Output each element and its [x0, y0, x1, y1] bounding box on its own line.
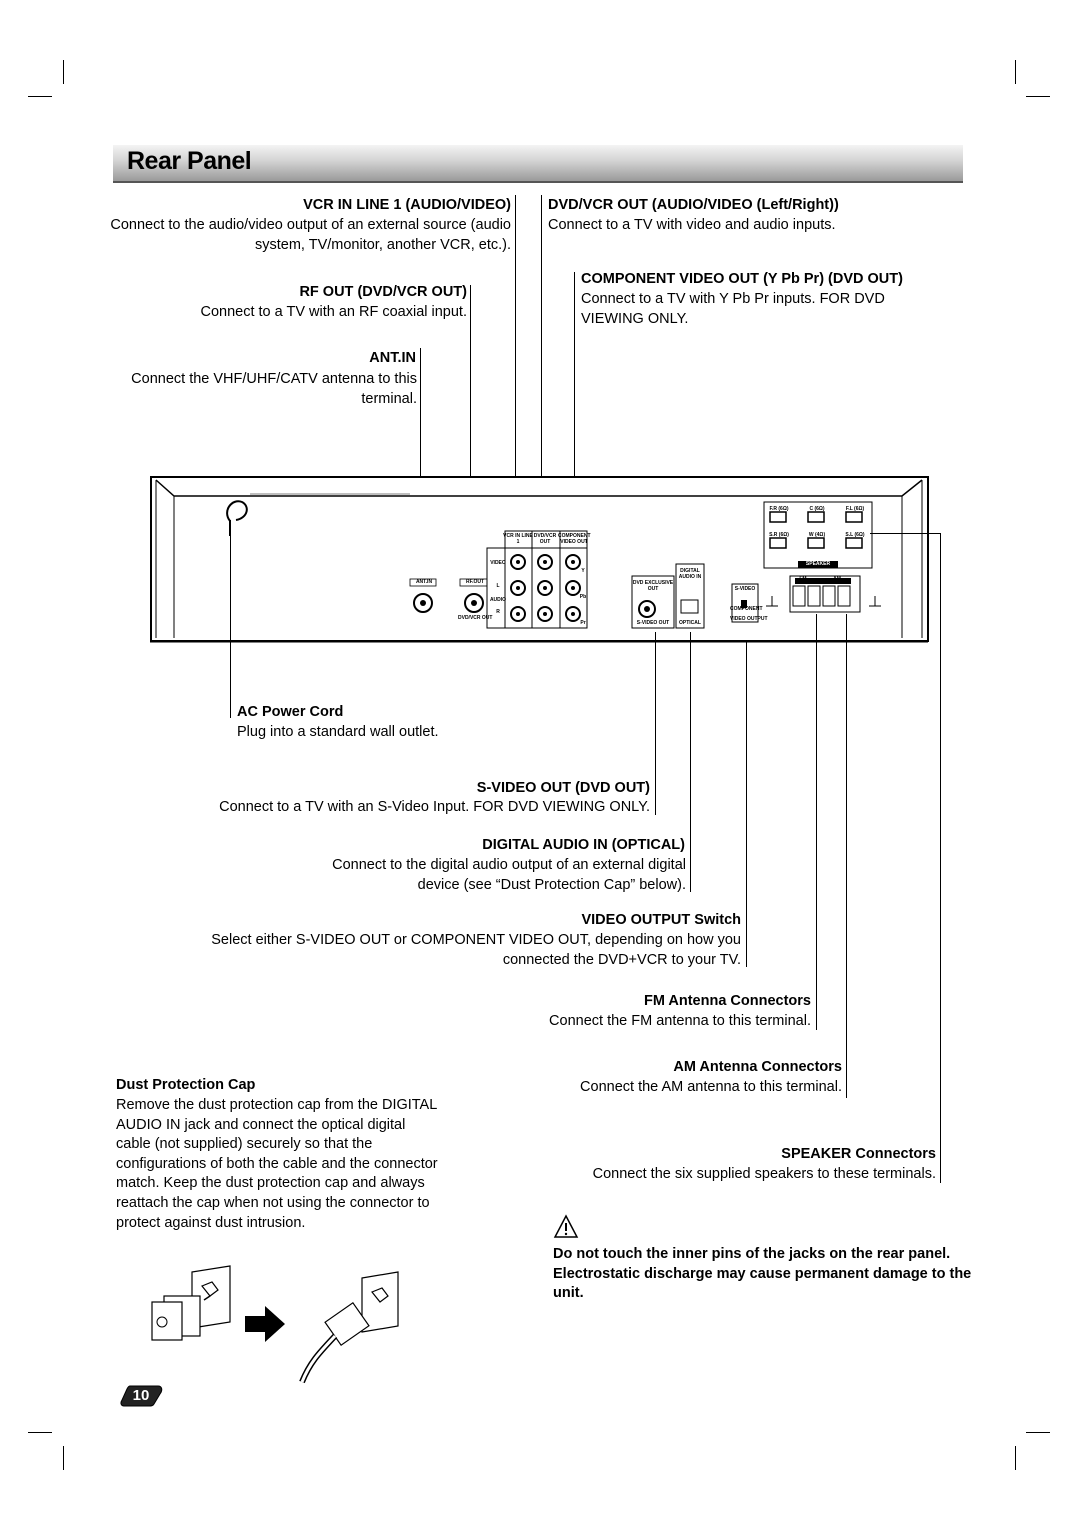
speaker-heading: SPEAKER Connectors: [781, 1146, 936, 1162]
leader-line: [574, 272, 575, 559]
dust-cap-heading: Dust Protection Cap: [116, 1077, 256, 1093]
video-output-heading: VIDEO OUTPUT Switch: [581, 912, 741, 928]
panel-label-l: L: [496, 583, 500, 589]
page-number: 10: [132, 1387, 150, 1404]
vcr-in-text: Connect to the audio/video output of an …: [110, 217, 511, 253]
panel-label-dvd-exclusive: DVD EXCLUSIVE OUT: [632, 580, 674, 592]
crop-mark: [1015, 1446, 1016, 1470]
warning-triangle-icon: [553, 1214, 579, 1238]
panel-label-ant-in: ANT.IN: [415, 579, 433, 585]
panel-label-sl: S.L (6Ω): [845, 532, 865, 538]
leader-line: [846, 614, 847, 1098]
svideo-out-text: Connect to a TV with an S-Video Input. F…: [219, 799, 650, 815]
panel-label-r: R: [496, 609, 500, 615]
leader-line: [515, 195, 516, 558]
panel-label-vcr-in: VCR IN LINE 1: [503, 533, 533, 545]
rf-out-text: Connect to a TV with an RF coaxial input…: [200, 304, 467, 320]
crop-mark: [1026, 1432, 1050, 1433]
crop-mark: [28, 96, 52, 97]
ant-in-text: Connect the VHF/UHF/CATV antenna to this…: [131, 371, 417, 407]
fm-antenna-text: Connect the FM antenna to this terminal.: [549, 1013, 811, 1029]
leader-line: [816, 614, 817, 1030]
panel-label-c: C (6Ω): [809, 506, 825, 512]
svideo-out-heading: S-VIDEO OUT (DVD OUT): [476, 780, 650, 796]
panel-label-dvdvcr-out: DVD/VCR OUT: [458, 615, 493, 621]
page-title: Rear Panel: [127, 147, 252, 175]
panel-label-fl: F.L (6Ω): [845, 506, 865, 512]
leader-line: [230, 520, 231, 718]
panel-label-audio: AUDIO: [489, 597, 507, 603]
title-bar: Rear Panel: [113, 145, 963, 183]
ac-power-heading: AC Power Cord: [237, 704, 344, 720]
leader-line: [655, 632, 656, 815]
digital-audio-text: Connect to the digital audio output of a…: [332, 857, 686, 893]
panel-label-video: VIDEO: [490, 560, 506, 566]
dvdvcr-out-text: Connect to a TV with video and audio inp…: [548, 217, 836, 233]
panel-label-am: AM: [833, 576, 841, 582]
panel-label-dvdvcr-col: DVD/VCR OUT: [533, 533, 557, 545]
speaker-text: Connect the six supplied speakers to the…: [592, 1166, 936, 1182]
component-out-text: Connect to a TV with Y Pb Pr inputs. FOR…: [581, 291, 885, 327]
vcr-in-heading: VCR IN LINE 1 (AUDIO/VIDEO): [303, 197, 511, 213]
crop-mark: [1026, 96, 1050, 97]
crop-mark: [28, 1432, 52, 1433]
panel-label-video-output: VIDEO OUTPUT: [730, 616, 768, 622]
crop-mark: [63, 60, 64, 84]
panel-label-w: W (4Ω): [808, 532, 826, 538]
panel-label-fm: FM: [799, 576, 807, 582]
leader-line: [746, 640, 747, 967]
panel-label-svideo-sw: S-VIDEO: [734, 586, 756, 592]
leader-line: [470, 285, 471, 582]
panel-label-svideo-out: S-VIDEO OUT: [636, 620, 670, 626]
panel-label-fr: F.R (6Ω): [769, 506, 789, 512]
panel-label-y: Y: [581, 568, 585, 574]
leader-line: [870, 533, 941, 534]
digital-audio-heading: DIGITAL AUDIO IN (OPTICAL): [482, 837, 685, 853]
rf-out-heading: RF OUT (DVD/VCR OUT): [299, 284, 467, 300]
leader-line: [541, 195, 542, 558]
component-out-heading: COMPONENT VIDEO OUT (Y Pb Pr) (DVD OUT): [581, 271, 903, 287]
crop-mark: [63, 1446, 64, 1470]
panel-label-component-sw: COMPONENT: [730, 606, 763, 612]
panel-label-optical: OPTICAL: [679, 620, 701, 626]
leader-line: [420, 348, 421, 580]
warning-text: Do not touch the inner pins of the jacks…: [553, 1246, 972, 1302]
dust-cap-text: Remove the dust protection cap from the …: [116, 1097, 438, 1231]
panel-label-component-col: COMPONENT VIDEO OUT: [558, 533, 591, 545]
panel-label-speaker: SPEAKER: [805, 561, 831, 567]
panel-label-rf-out: RF.OUT: [465, 579, 485, 585]
panel-label-sr: S.R (6Ω): [769, 532, 789, 538]
panel-label-pb: Pb: [579, 594, 587, 600]
panel-label-pr: Pr: [580, 620, 586, 626]
ant-in-heading: ANT.IN: [369, 350, 416, 366]
leader-line: [940, 533, 941, 1183]
arrow-right-icon: [245, 1306, 285, 1342]
am-antenna-text: Connect the AM antenna to this terminal.: [580, 1079, 842, 1095]
page-number-badge: [120, 1385, 163, 1407]
am-antenna-heading: AM Antenna Connectors: [673, 1059, 842, 1075]
video-output-text: Select either S-VIDEO OUT or COMPONENT V…: [211, 932, 741, 968]
dvdvcr-out-heading: DVD/VCR OUT (AUDIO/VIDEO (Left/Right)): [548, 197, 839, 213]
dust-cap-illustration: [151, 1265, 399, 1384]
fm-antenna-heading: FM Antenna Connectors: [643, 993, 811, 1009]
rear-panel-drawing: [150, 476, 929, 643]
panel-label-digital-audio: DIGITAL AUDIO IN: [678, 568, 702, 580]
ac-power-text: Plug into a standard wall outlet.: [237, 724, 439, 740]
leader-line: [690, 632, 691, 892]
crop-mark: [1015, 60, 1016, 84]
